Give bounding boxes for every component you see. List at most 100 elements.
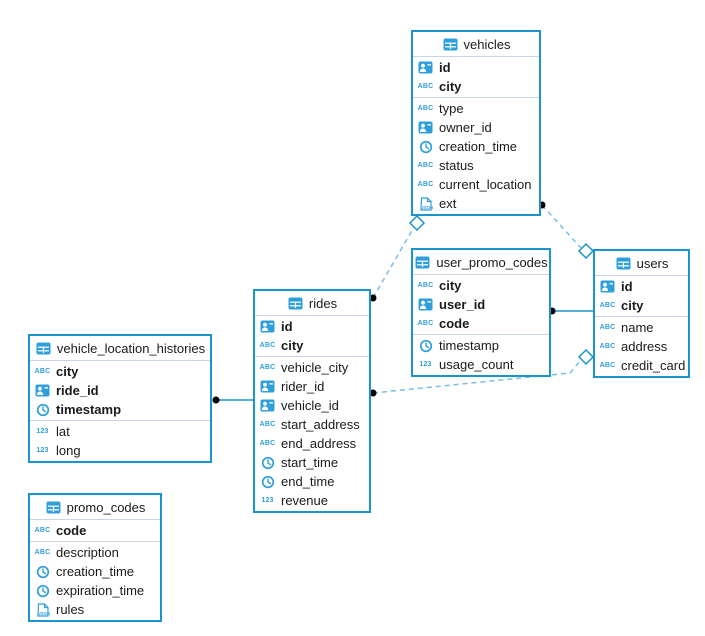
field-label: end_time	[281, 474, 335, 489]
relationship-vehicles-to-users[interactable]	[541, 204, 582, 249]
relationship-rides-to-vehicles[interactable]	[372, 226, 415, 299]
abc-icon: ABC	[259, 342, 276, 349]
table-header[interactable]: user_promo_codes	[413, 250, 549, 275]
field-row-id[interactable]: id	[255, 317, 369, 336]
abc-icon: ABC	[34, 549, 51, 556]
id-badge-icon	[259, 399, 276, 412]
field-label: city	[621, 298, 644, 313]
field-row-creation_time[interactable]: creation_time	[413, 137, 539, 156]
field-label: user_id	[439, 297, 486, 312]
field-row-ride_id[interactable]: ride_id	[30, 381, 210, 400]
relationship-endpoint-dot	[369, 294, 377, 302]
json-icon: JSON	[34, 602, 51, 617]
field-label: timestamp	[439, 338, 499, 353]
field-row-id[interactable]: id	[413, 58, 539, 77]
table-header[interactable]: rides	[255, 291, 369, 316]
field-row-id[interactable]: id	[595, 277, 688, 296]
field-row-timestamp[interactable]: timestamp	[413, 336, 549, 355]
clock-icon	[34, 565, 51, 579]
relationship-endpoint-diamond	[577, 242, 595, 260]
abc-icon: ABC	[599, 362, 616, 369]
table-title: promo_codes	[66, 499, 146, 515]
field-label: ext	[439, 196, 457, 211]
field-label: revenue	[281, 493, 328, 508]
field-row-creation_time[interactable]: creation_time	[30, 562, 160, 581]
abc-icon: ABC	[417, 181, 434, 188]
clock-icon	[34, 403, 51, 417]
table-header[interactable]: users	[595, 251, 688, 276]
field-label: owner_id	[439, 120, 492, 135]
table-icon	[414, 256, 431, 269]
table-title: user_promo_codes	[436, 254, 548, 270]
table-title: rides	[308, 295, 338, 311]
abc-icon: ABC	[417, 83, 434, 90]
field-row-rider_id[interactable]: rider_id	[255, 377, 369, 396]
clock-icon	[259, 456, 276, 470]
field-label: long	[56, 443, 81, 458]
field-label: rider_id	[281, 379, 325, 394]
field-label: ride_id	[56, 383, 99, 398]
field-row-start_time[interactable]: start_time	[255, 453, 369, 472]
field-row-end_time[interactable]: end_time	[255, 472, 369, 491]
field-row-owner_id[interactable]: owner_id	[413, 118, 539, 137]
field-label: city	[56, 364, 79, 379]
relationship-endpoint-diamond	[577, 348, 595, 366]
relationship-rides-to-users[interactable]	[372, 359, 582, 394]
table-icon	[45, 501, 62, 514]
field-row-user_id[interactable]: user_id	[413, 295, 549, 314]
field-label: id	[439, 60, 451, 75]
field-label: code	[56, 523, 87, 538]
field-label: vehicle_id	[281, 398, 339, 413]
abc-icon: ABC	[599, 343, 616, 350]
field-label: city	[281, 338, 304, 353]
clock-icon	[417, 140, 434, 154]
relationship-endpoint-dot	[212, 396, 220, 404]
field-label: id	[281, 319, 293, 334]
field-row-timestamp[interactable]: timestamp	[30, 400, 210, 419]
table-header[interactable]: vehicle_location_histories	[30, 336, 210, 361]
id-badge-icon	[259, 320, 276, 333]
field-label: creation_time	[439, 139, 518, 154]
table-header[interactable]: promo_codes	[30, 495, 160, 520]
field-label: status	[439, 158, 474, 173]
field-row-city[interactable]: ABC city	[255, 336, 369, 355]
field-row-expiration_time[interactable]: expiration_time	[30, 581, 160, 600]
table-header[interactable]: vehicles	[413, 32, 539, 57]
field-label: id	[621, 279, 633, 294]
field-row-vehicle_id[interactable]: vehicle_id	[255, 396, 369, 415]
